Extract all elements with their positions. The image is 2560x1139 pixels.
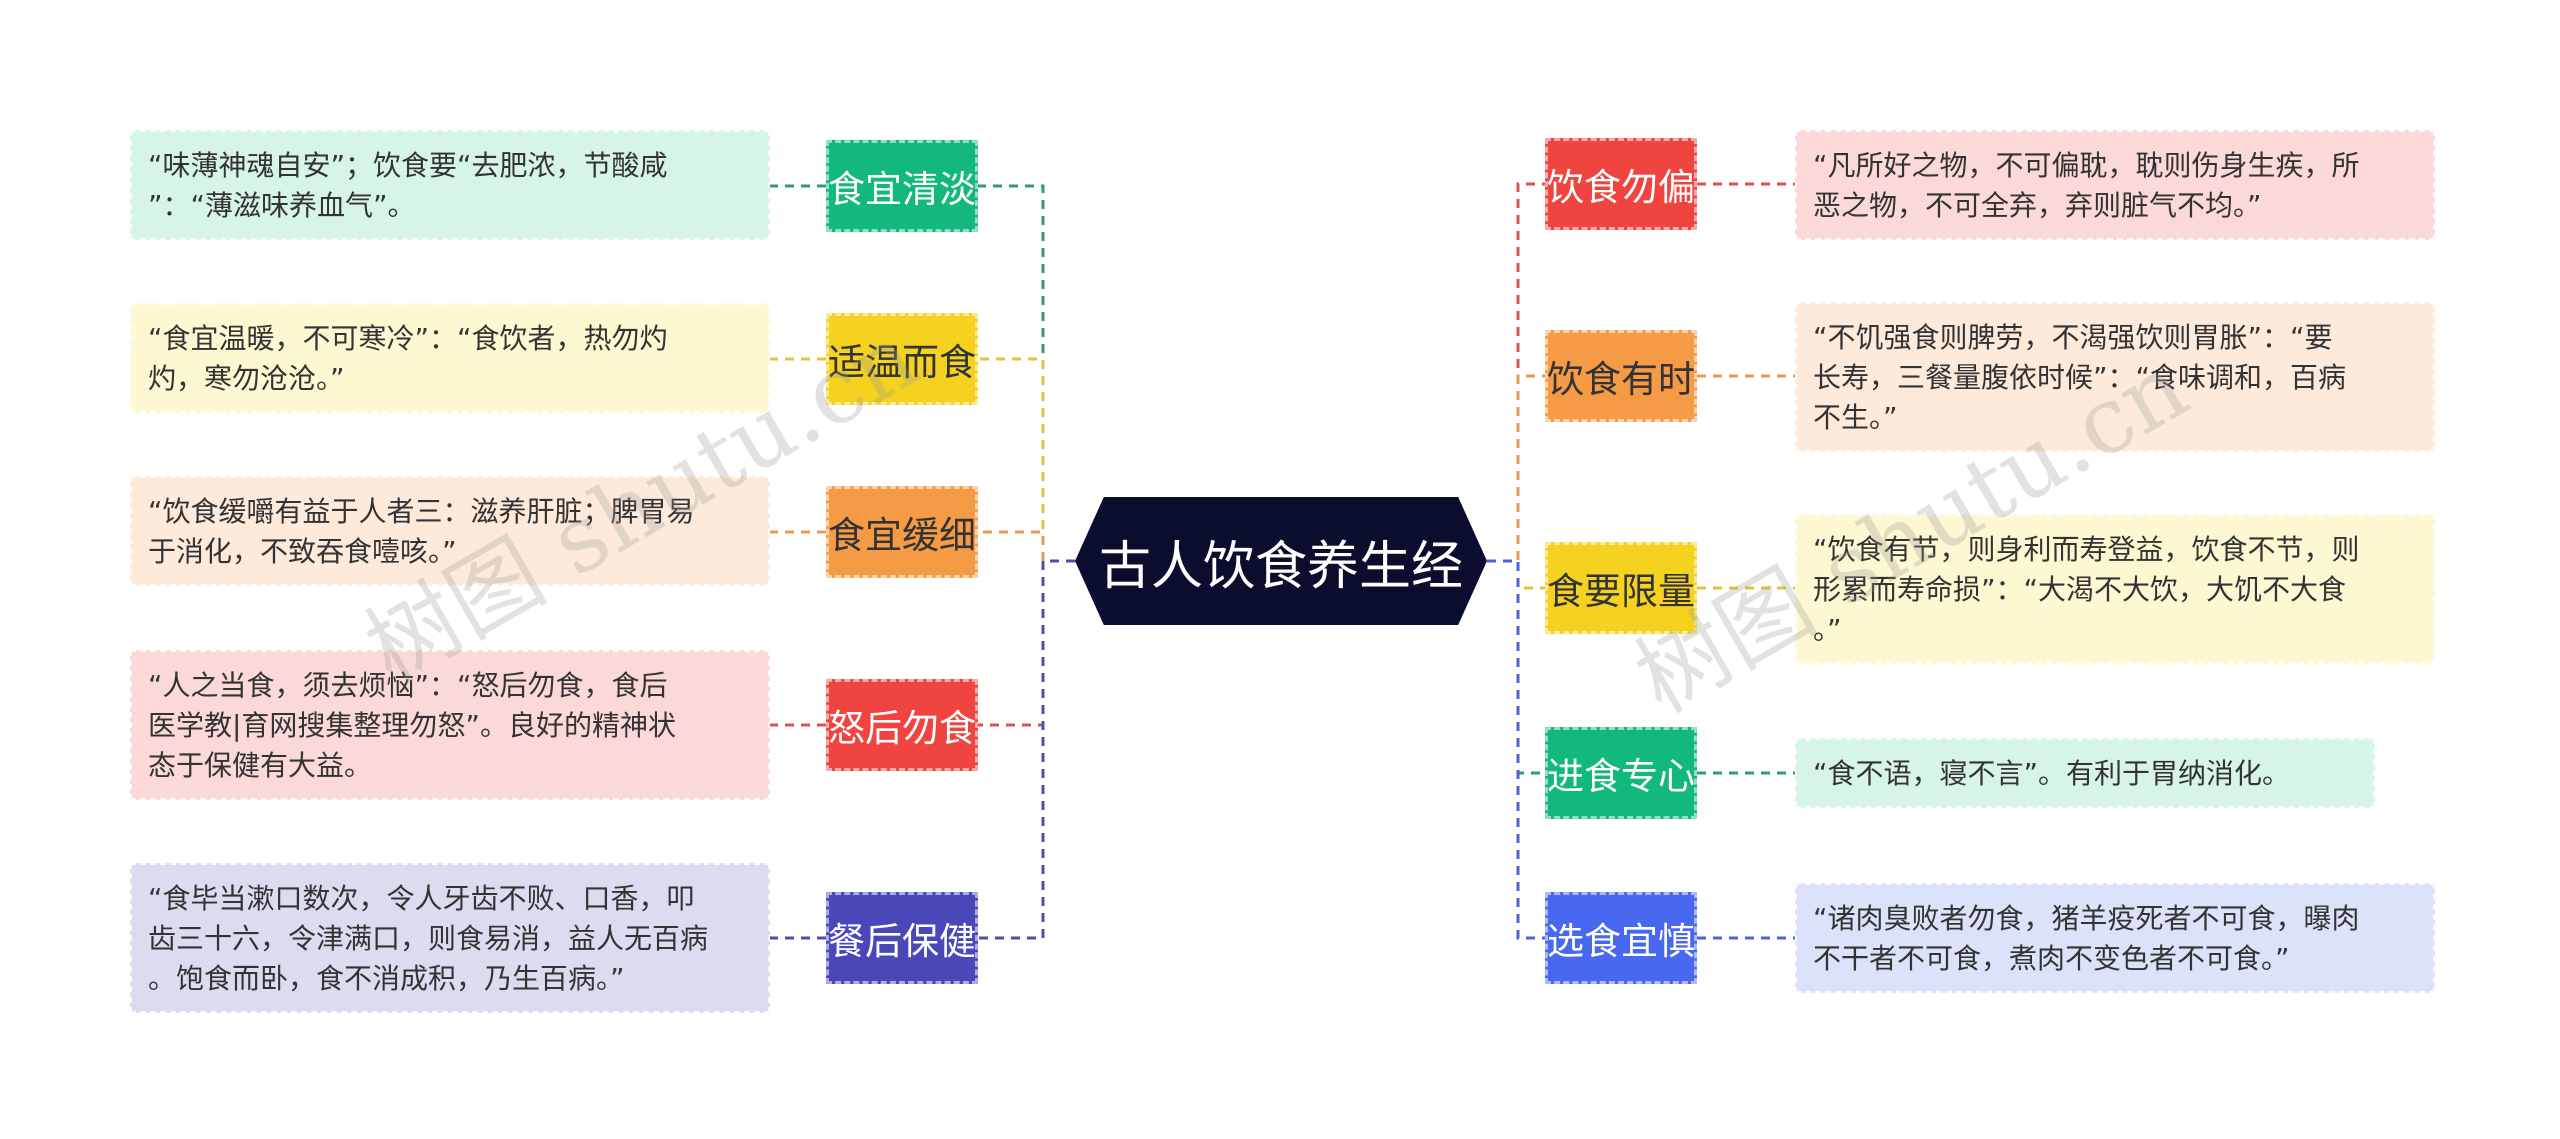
note-xuanshi-yishen: “诸肉臭败者勿食，猪羊疫死者不可食，曝肉 不干者不可食，煮肉不变色者不可食。”: [1795, 883, 2435, 993]
branch-connector: [1487, 374, 1545, 563]
note-line: ”：“薄滋味养血气”。: [148, 189, 416, 222]
branch-connector: [1487, 559, 1545, 775]
note-yinshi-youshi: “不饥强食则脾劳，不渴强饮则胃胀”：“要 长寿，三餐量腹依时候”：“食味调和，百…: [1795, 302, 2435, 452]
branch-connector: [1487, 559, 1545, 940]
central-topic[interactable]: 古人饮食养生经: [1075, 497, 1487, 625]
branch-connector: [1487, 559, 1545, 590]
topic-shiyao-xianliang[interactable]: 食要限量: [1545, 542, 1697, 634]
note-line: 态于保健有大益。: [148, 749, 373, 782]
note-line: 恶之物，不可全弃，弃则脏气不均。”: [1813, 189, 2262, 222]
note-line: 不干者不可食，煮肉不变色者不可食。”: [1813, 942, 2290, 975]
branch-connector: [978, 530, 1075, 563]
topic-nuhou-wushi[interactable]: 怒后勿食: [826, 679, 978, 771]
note-shiyi-huanxi: “饮食缓嚼有益于人者三：滋养肝脏；脾胃易 于消化，不致吞食噎咳。”: [130, 476, 770, 586]
note-yinshi-wupian: “凡所好之物，不可偏耽，耽则伤身生疾，所 恶之物，不可全弃，弃则脏气不均。”: [1795, 130, 2435, 240]
note-line: 长寿，三餐量腹依时候”：“食味调和，百病: [1813, 361, 2347, 394]
note-line: “饮食有节，则身利而寿登益，饮食不节，则: [1813, 533, 2360, 566]
note-line: “人之当食，须去烦恼”：“怒后勿食，食后: [148, 669, 668, 702]
topic-yinshi-youshi[interactable]: 饮食有时: [1545, 330, 1697, 422]
note-canhou-baojian: “食毕当漱口数次，令人牙齿不败、口香，叩 齿三十六，令津满口，则食易消，益人无百…: [130, 863, 770, 1013]
topic-xuanshi-yishen[interactable]: 选食宜慎: [1545, 892, 1697, 984]
topic-jinshi-zhuanxin[interactable]: 进食专心: [1545, 727, 1697, 819]
note-nuhou-wushi: “人之当食，须去烦恼”：“怒后勿食，食后 医学教|育网搜集整理勿怒”。良好的精神…: [130, 650, 770, 800]
note-line: 齿三十六，令津满口，则食易消，益人无百病: [148, 922, 709, 955]
note-line: “食不语，寝不言”。有利于胃纳消化。: [1813, 757, 2291, 790]
branch-connector: [978, 184, 1075, 563]
note-line: 。”: [1813, 613, 1842, 646]
note-shiwen-ershi: “食宜温暖，不可寒冷”：“食饮者，热勿灼 灼，寒勿沧沧。”: [130, 303, 770, 413]
note-line: “不饥强食则脾劳，不渴强饮则胃胀”：“要: [1813, 321, 2333, 354]
topic-shiwen-ershi[interactable]: 适温而食: [826, 313, 978, 405]
note-line: 。饱食而卧，食不消成积，乃生百病。”: [148, 962, 625, 995]
note-line: 形累而寿命损”：“大渴不大饮，大饥不大食: [1813, 573, 2347, 606]
note-shiyao-xianliang: “饮食有节，则身利而寿登益，饮食不节，则 形累而寿命损”：“大渴不大饮，大饥不大…: [1795, 514, 2435, 664]
note-line: 不生。”: [1813, 401, 1898, 434]
topic-yinshi-wupian[interactable]: 饮食勿偏: [1545, 138, 1697, 230]
note-line: 于消化，不致吞食噎咳。”: [148, 535, 457, 568]
topic-shiyi-qingdan[interactable]: 食宜清淡: [826, 140, 978, 232]
branch-connector: [978, 559, 1075, 727]
note-line: “饮食缓嚼有益于人者三：滋养肝脏；脾胃易: [148, 495, 695, 528]
note-line: “食毕当漱口数次，令人牙齿不败、口香，叩: [148, 882, 695, 915]
note-line: “凡所好之物，不可偏耽，耽则伤身生疾，所: [1813, 149, 2360, 182]
note-jinshi-zhuanxin: “食不语，寝不言”。有利于胃纳消化。: [1795, 738, 2375, 808]
branch-connector: [978, 357, 1075, 563]
note-line: “食宜温暖，不可寒冷”：“食饮者，热勿灼: [148, 322, 668, 355]
note-line: “味薄神魂自安”；饮食要“去肥浓，节酸咸: [148, 149, 668, 182]
branch-connector: [1487, 182, 1545, 563]
note-line: “诸肉臭败者勿食，猪羊疫死者不可食，曝肉: [1813, 902, 2360, 935]
note-shiyi-qingdan: “味薄神魂自安”；饮食要“去肥浓，节酸咸 ”：“薄滋味养血气”。: [130, 130, 770, 240]
note-line: 灼，寒勿沧沧。”: [148, 362, 345, 395]
topic-canhou-baojian[interactable]: 餐后保健: [826, 892, 978, 984]
topic-shiyi-huanxi[interactable]: 食宜缓细: [826, 486, 978, 578]
branch-connector: [978, 559, 1075, 940]
note-line: 医学教|育网搜集整理勿怒”。良好的精神状: [148, 709, 676, 742]
